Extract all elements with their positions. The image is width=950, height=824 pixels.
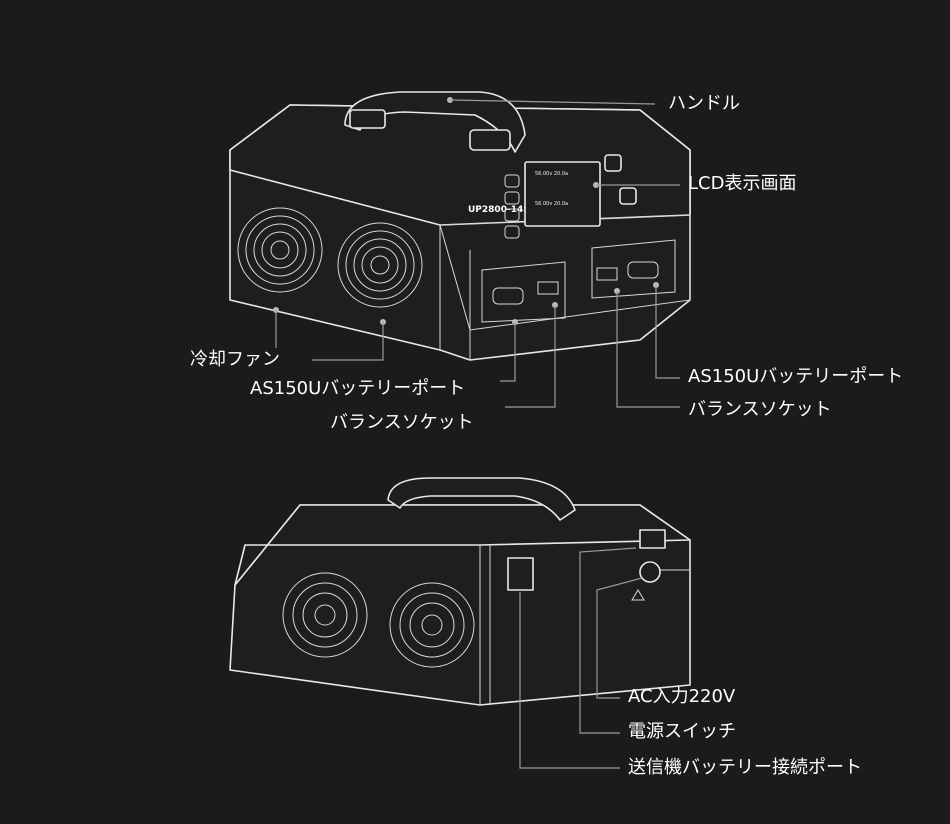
label-transmitter-port: 送信機バッテリー接続ポート xyxy=(628,757,862,778)
label-as150u-port-right: AS150Uバッテリーポート xyxy=(688,366,904,387)
cooling-fan-right xyxy=(337,222,423,308)
power-switch xyxy=(639,529,666,549)
label-lcd-screen: LCD表示画面 xyxy=(688,173,797,194)
transmitter-port xyxy=(507,557,534,591)
cooling-fan-back-right xyxy=(389,582,475,668)
cooling-fan-back-left xyxy=(282,572,368,658)
cooling-fan-left xyxy=(237,207,323,293)
label-as150u-port-left: AS150Uバッテリーポート xyxy=(250,378,466,399)
label-ac-input: AC入力220V xyxy=(628,686,736,707)
label-handle: ハンドル xyxy=(668,93,740,114)
lcd-screen: 56.00v 20.0a 56.00v 20.0a xyxy=(524,161,601,227)
ac-input-socket xyxy=(639,561,661,583)
model-label: UP2800-14S xyxy=(468,205,530,215)
handle-back xyxy=(387,477,576,521)
svg-text:56.00v 20.0a: 56.00v 20.0a xyxy=(535,171,568,177)
charger-front-view: UP2800-14S 56.00v 20.0a 56.00v 20.0a xyxy=(229,91,691,361)
charger-back-view xyxy=(229,477,691,706)
label-power-switch: 電源スイッチ xyxy=(628,721,736,742)
label-balance-socket-right: バランスソケット xyxy=(688,399,832,420)
label-balance-socket-left: バランスソケット xyxy=(330,412,474,433)
handle xyxy=(344,91,526,153)
label-cooling-fan: 冷却ファン xyxy=(190,349,280,370)
svg-text:56.00v 20.0a: 56.00v 20.0a xyxy=(535,201,568,207)
callout-lines xyxy=(273,97,680,769)
